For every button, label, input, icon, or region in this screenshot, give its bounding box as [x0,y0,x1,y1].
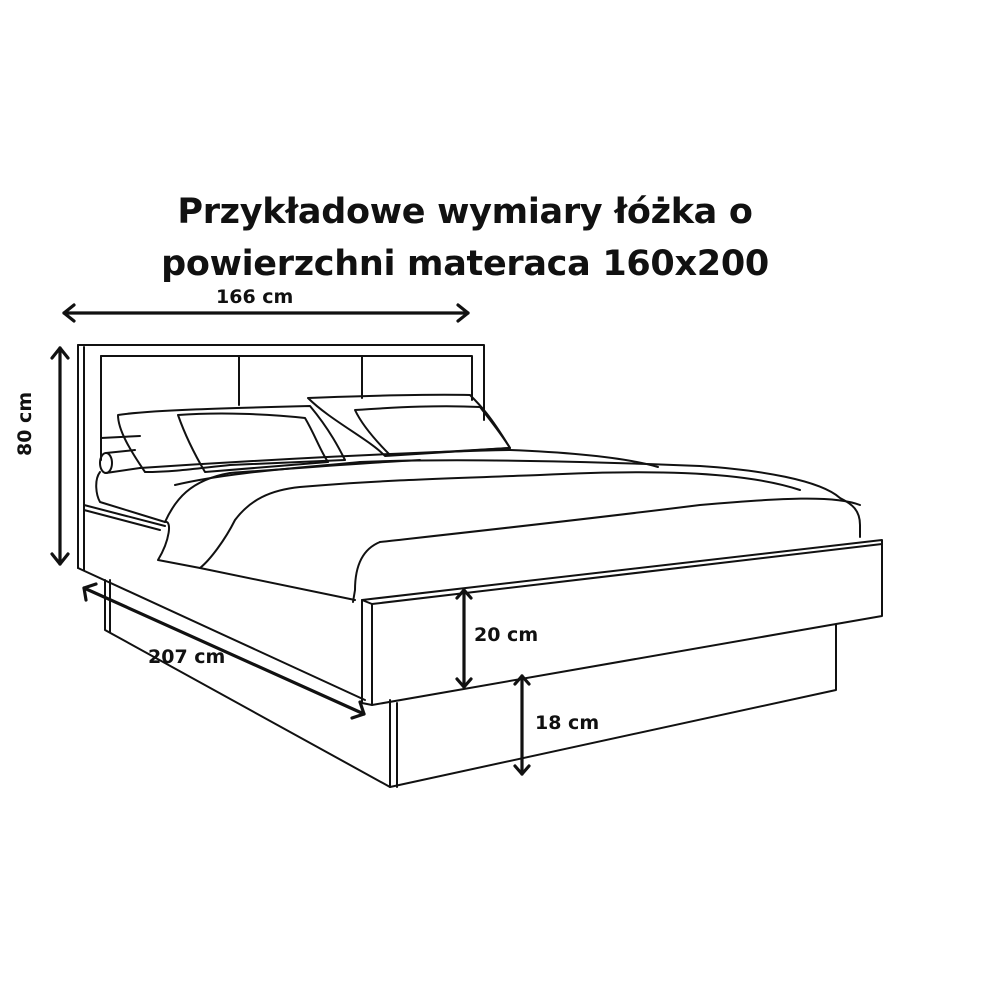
width-label: 166 cm [216,286,294,308]
base-height-arrow [513,674,531,776]
diagram-title: Przykładowe wymiary łóżka o powierzchni … [0,186,930,290]
height-label: 80 cm [14,391,36,456]
frame-height-arrow [455,588,473,689]
base-height-label: 18 cm [535,712,600,734]
pillows [99,393,511,474]
height-arrow [50,346,70,566]
title-line-2: powierzchni materaca 160x200 [161,244,769,284]
frame-front [361,539,883,706]
frame-height-label: 20 cm [474,624,539,646]
base-plinth [104,579,837,788]
bedding [95,449,861,603]
length-label: 207 cm [148,646,226,668]
title-line-1: Przykładowe wymiary łóżka o [177,192,753,232]
width-arrow [62,303,470,323]
length-arrow [82,582,366,720]
side-rail [77,504,366,701]
